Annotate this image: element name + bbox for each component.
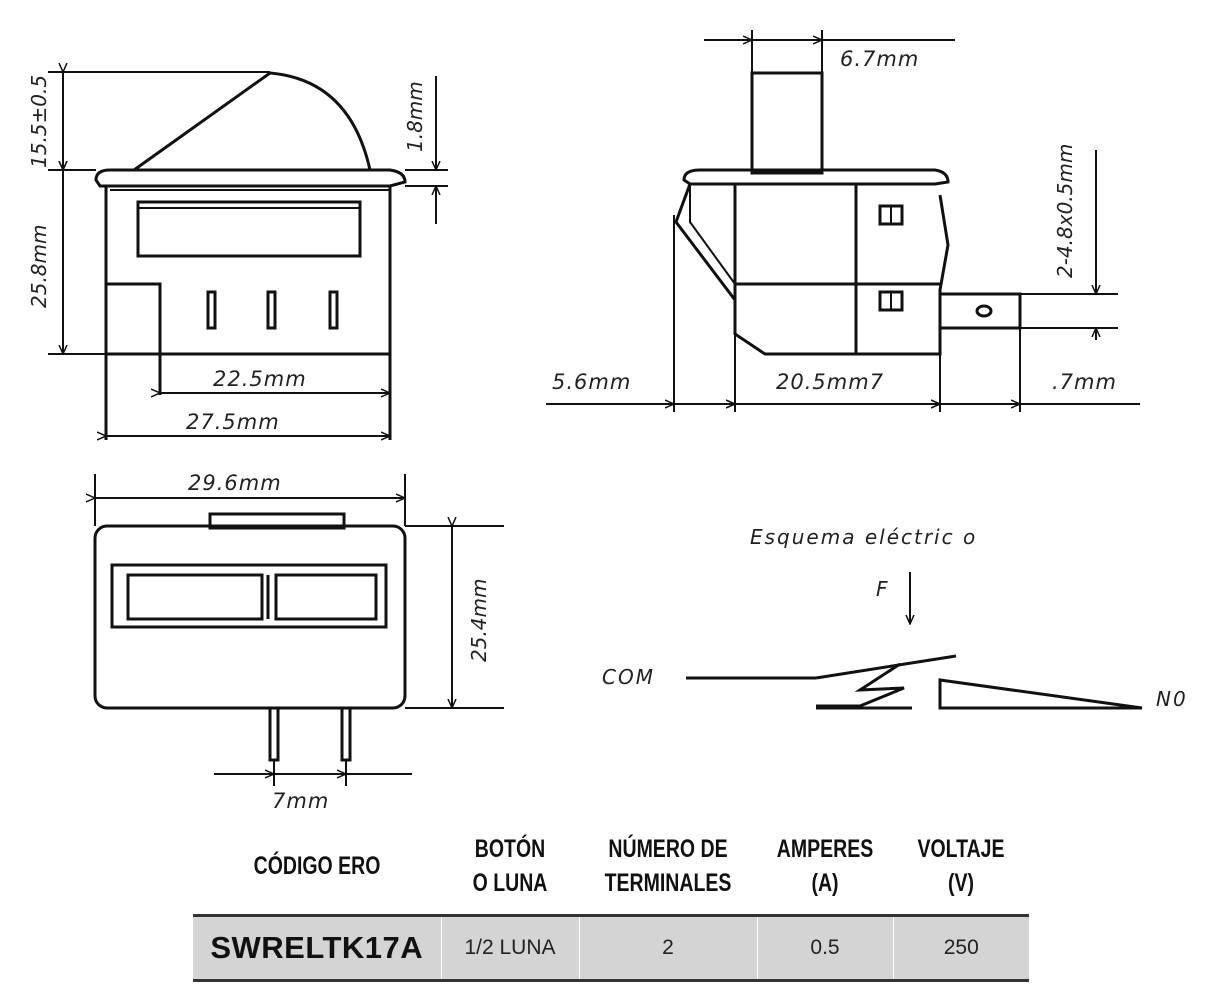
electrical-schematic: Esquema eléctric o F COM N0 <box>602 525 1188 711</box>
cell-button: 1/2 LUNA <box>440 914 579 982</box>
cell-terminals: 2 <box>578 914 757 982</box>
dim-side-body: 20.5mm7 <box>776 370 884 394</box>
dim-side-left: 5.6mm <box>552 370 631 394</box>
schematic-title: Esquema eléctric o <box>750 525 977 549</box>
no-label: N0 <box>1156 687 1188 711</box>
cell-amperes: 0.5 <box>756 914 893 982</box>
com-label: COM <box>602 665 655 689</box>
spec-table-header: CÓDIGO ERO BOTÓN O LUNA NÚMERO DE TERMIN… <box>193 832 1029 916</box>
dim-top-height: 25.4mm <box>467 579 491 663</box>
force-label: F <box>876 577 890 601</box>
dim-side-right: .7mm <box>1052 370 1117 394</box>
header-codigo: CÓDIGO ERO <box>253 852 381 880</box>
side-view: 6.7mm 2-4.8x0.5mm 5.6mm 20.5mm7 .7mm <box>546 30 1140 412</box>
dim-front-width-inner: 22.5mm <box>213 367 307 391</box>
dim-side-terminal-spacing: 2-4.8x0.5mm <box>1053 144 1077 278</box>
dim-front-height: 15.5±0.5 <box>27 75 51 168</box>
dim-side-terminal-width: 6.7mm <box>840 47 919 71</box>
table-row: SWRELTK17A 1/2 LUNA 2 0.5 250 <box>193 914 1029 982</box>
spec-table: CÓDIGO ERO BOTÓN O LUNA NÚMERO DE TERMIN… <box>193 832 1029 982</box>
dim-front-width-outer: 27.5mm <box>186 410 280 434</box>
cell-code: SWRELTK17A <box>193 914 441 982</box>
cell-voltage: 250 <box>892 914 1029 982</box>
header-amperes: AMPERES (A) <box>776 835 874 897</box>
header-terminales: NÚMERO DE TERMINALES <box>604 835 732 897</box>
top-view: 29.6mm 25.4mm 7mm <box>95 471 504 813</box>
front-view: 22.5mm 27.5mm 15.5±0.5 25.8mm 1.8mm <box>27 72 448 440</box>
header-boton: BOTÓN O LUNA <box>472 835 548 897</box>
dim-front-body-height: 25.8mm <box>27 225 51 309</box>
header-voltaje: VOLTAJE (V) <box>917 835 1005 897</box>
dim-front-lip: 1.8mm <box>403 81 427 152</box>
dim-top-width: 29.6mm <box>188 471 282 495</box>
dim-top-pin-spacing: 7mm <box>272 789 329 813</box>
